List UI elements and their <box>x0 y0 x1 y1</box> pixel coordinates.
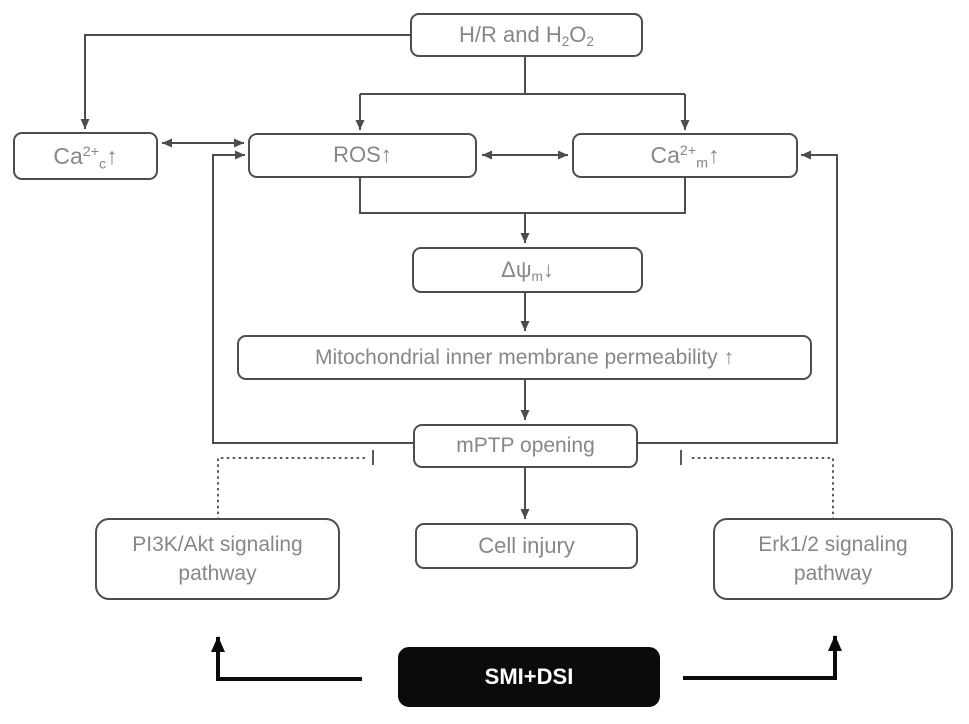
node-smi-dsi-treatment: SMI+DSI <box>398 647 660 707</box>
node-hr-h2o2: H/R and H2O2 <box>410 13 643 57</box>
node-cell-injury: Cell injury <box>415 523 638 569</box>
node-mitochondrial-calcium: Ca2+m↑ <box>572 133 798 178</box>
node-smi-label: SMI+DSI <box>484 663 574 689</box>
node-mptp-opening: mPTP opening <box>413 424 638 468</box>
edge-hr-to-cac <box>80 34 410 129</box>
node-cell-label: Cell injury <box>478 532 575 558</box>
node-ros-label: ROS↑ <box>333 142 392 168</box>
node-pi3k-akt-pathway: PI3K/Akt signaling pathway <box>95 518 340 600</box>
node-cam-label: Ca2+m↑ <box>650 142 720 172</box>
node-mptp-label: mPTP opening <box>456 434 595 458</box>
node-erk-label: Erk1/2 signaling pathway <box>758 532 908 585</box>
edge-mptp-feedback-to-cam <box>638 150 838 444</box>
node-mito-label: Mitochondrial inner membrane permeabilit… <box>314 345 734 369</box>
node-inner-membrane-permeability: Mitochondrial inner membrane permeabilit… <box>237 335 812 380</box>
edge-erk-inhibits-mptp <box>691 457 834 520</box>
node-cytosolic-calcium: Ca2+c↑ <box>13 132 158 180</box>
edge-smi-to-erk <box>683 635 842 680</box>
node-ros: ROS↑ <box>248 133 477 178</box>
edge-smi-to-pi3k <box>211 636 362 681</box>
node-membrane-potential: Δψm↓ <box>412 247 643 293</box>
node-dpsi-label: Δψm↓ <box>501 256 554 284</box>
edge-mptp-feedback-to-ros <box>212 150 413 444</box>
node-hr-label: H/R and H2O2 <box>459 21 594 49</box>
node-pi3k-label: PI3K/Akt signaling pathway <box>132 532 303 585</box>
edge-pi3k-inhibits-mptp <box>217 457 365 520</box>
node-cac-label: Ca2+c↑ <box>53 142 118 173</box>
node-erk-pathway: Erk1/2 signaling pathway <box>713 518 953 600</box>
edge-ros-cam-merge <box>359 178 686 214</box>
